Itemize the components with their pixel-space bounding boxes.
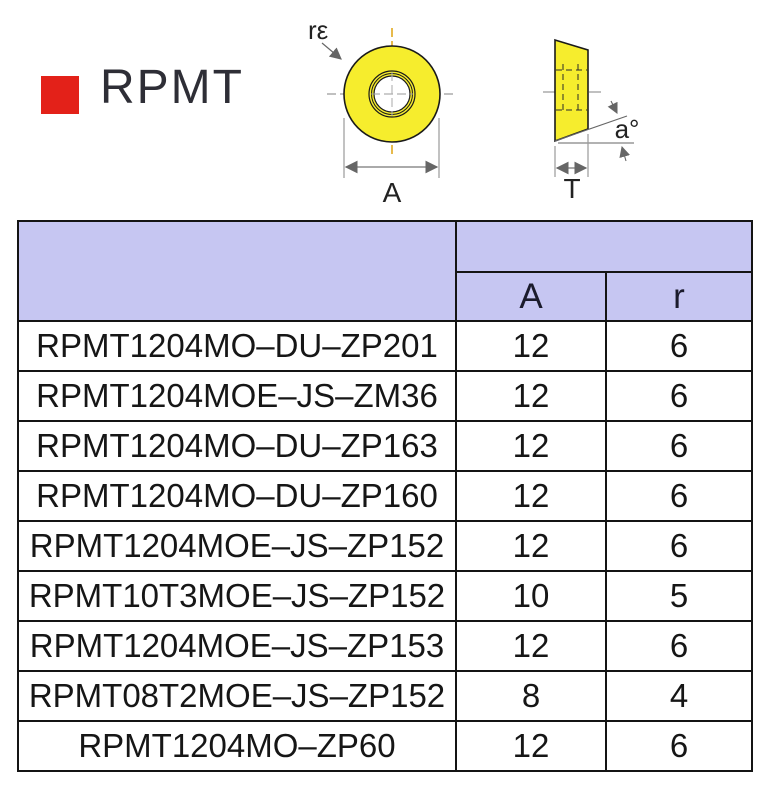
a-cell: 12: [455, 520, 607, 572]
table-header-row-columns: A r: [18, 271, 753, 322]
a-cell: 12: [455, 420, 607, 472]
angle-arrow-lower: [619, 145, 631, 162]
diameter-label: A: [383, 177, 402, 208]
col-header-r: r: [605, 271, 753, 322]
brand-square-icon: [41, 76, 79, 114]
table-row: RPMT1204MO–ZP60 12 6: [17, 720, 753, 772]
r-cell: 6: [605, 320, 753, 372]
model-cell: RPMT1204MOE–JS–ZM36: [17, 370, 457, 422]
table-row: RPMT1204MOE–JS–ZM36 12 6: [17, 370, 753, 422]
angle-slope-line: [554, 115, 628, 142]
table-row: RPMT08T2MOE–JS–ZP152 8 4: [17, 670, 753, 722]
a-cell: 12: [455, 470, 607, 522]
corner-radius-leader-arrow: [321, 42, 342, 60]
a-cell: 8: [455, 670, 607, 722]
insert-side-outline: [554, 38, 589, 143]
model-cell: RPMT1204MO–DU–ZP160: [17, 470, 457, 522]
r-cell: 6: [605, 370, 753, 422]
table-row: RPMT1204MO–DU–ZP160 12 6: [17, 470, 753, 522]
model-cell: RPMT1204MO–DU–ZP163: [17, 420, 457, 472]
a-cell: 12: [455, 320, 607, 372]
model-cell: RPMT08T2MOE–JS–ZP152: [17, 670, 457, 722]
table-row: RPMT1204MOE–JS–ZP152 12 6: [17, 520, 753, 572]
a-cell: 12: [455, 370, 607, 422]
corner-radius-label: rε: [308, 15, 329, 45]
model-cell: RPMT1204MOE–JS–ZP152: [17, 520, 457, 572]
a-cell: 12: [455, 720, 607, 772]
table-row: RPMT10T3MOE–JS–ZP152 10 5: [17, 570, 753, 622]
table-row: RPMT1204MOE–JS–ZP153 12 6: [17, 620, 753, 672]
col-header-a: A: [455, 271, 607, 322]
insert-top-view-diagram: rε A: [308, 15, 457, 208]
thickness-label: T: [563, 173, 580, 204]
a-cell: 12: [455, 620, 607, 672]
dimensions-header-cell: [455, 220, 753, 273]
table-header-row-top: [17, 220, 753, 322]
model-cell: RPMT1204MO–ZP60: [17, 720, 457, 772]
r-cell: 4: [605, 670, 753, 722]
r-cell: 6: [605, 620, 753, 672]
model-cell: RPMT1204MOE–JS–ZP153: [17, 620, 457, 672]
hole-chamfer-ring: [368, 70, 416, 118]
model-header-cell: [17, 220, 457, 322]
table-row: RPMT1204MO–DU–ZP201 12 6: [17, 320, 753, 372]
angle-label: a°: [615, 114, 640, 144]
angle-arrow-upper: [607, 100, 618, 114]
spec-table: A r RPMT1204MO–DU–ZP201 12 6 RPMT1204MOE…: [17, 220, 753, 772]
table-row: RPMT1204MO–DU–ZP163 12 6: [17, 420, 753, 472]
r-cell: 5: [605, 570, 753, 622]
model-cell: RPMT1204MO–DU–ZP201: [17, 320, 457, 372]
r-cell: 6: [605, 420, 753, 472]
model-cell: RPMT10T3MOE–JS–ZP152: [17, 570, 457, 622]
r-cell: 6: [605, 520, 753, 572]
r-cell: 6: [605, 720, 753, 772]
insert-side-view-diagram: a° T: [543, 38, 640, 204]
brand-title: RPMT: [100, 61, 244, 114]
a-cell: 10: [455, 570, 607, 622]
r-cell: 6: [605, 470, 753, 522]
